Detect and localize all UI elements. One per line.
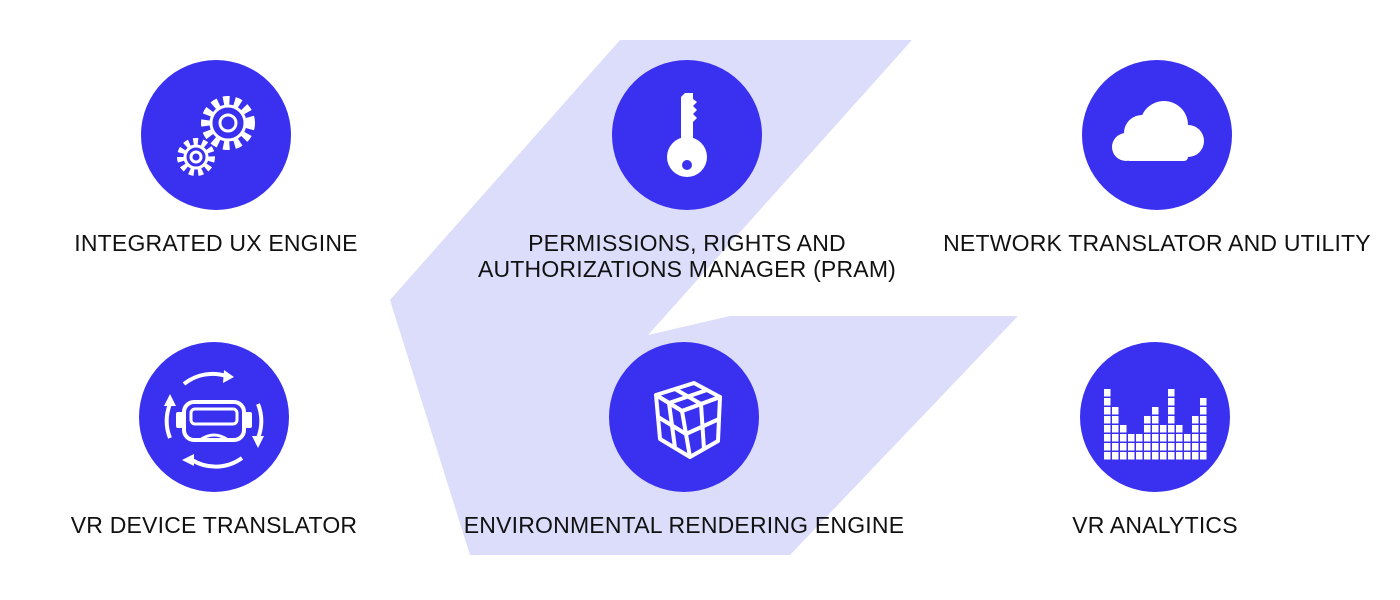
gears-icon	[177, 96, 255, 176]
bar-chart-icon	[1104, 389, 1207, 460]
feature-label: VR DEVICE TRANSLATOR	[70, 512, 358, 538]
feature-environmental-rendering-engine: ENVIRONMENTAL RENDERING ENGINE	[454, 342, 914, 538]
feature-icon-circle	[141, 60, 291, 210]
cloud-icon	[1112, 101, 1204, 161]
feature-label: INTEGRATED UX ENGINE	[74, 230, 358, 256]
feature-label: PERMISSIONS, RIGHTS AND AUTHORIZATIONS M…	[477, 230, 897, 282]
feature-icon-circle	[139, 342, 289, 492]
feature-icon-circle	[1080, 342, 1230, 492]
cube-icon	[654, 381, 722, 459]
feature-icon-circle	[1082, 60, 1232, 210]
feature-label: NETWORK TRANSLATOR AND UTILITY	[943, 230, 1371, 256]
feature-pram: PERMISSIONS, RIGHTS AND AUTHORIZATIONS M…	[457, 60, 917, 282]
feature-label: VR ANALYTICS	[1072, 512, 1238, 538]
feature-vr-analytics: VR ANALYTICS	[925, 342, 1385, 538]
feature-integrated-ux-engine: INTEGRATED UX ENGINE	[0, 60, 446, 256]
feature-icon-circle	[609, 342, 759, 492]
key-icon	[667, 93, 707, 177]
feature-network-translator: NETWORK TRANSLATOR AND UTILITY	[927, 60, 1387, 256]
feature-label: ENVIRONMENTAL RENDERING ENGINE	[463, 512, 905, 538]
feature-icon-circle	[612, 60, 762, 210]
feature-vr-device-translator: VR DEVICE TRANSLATOR	[0, 342, 444, 538]
vr-headset-icon	[164, 370, 264, 469]
